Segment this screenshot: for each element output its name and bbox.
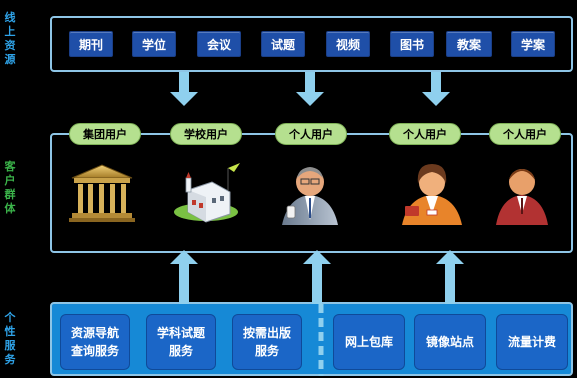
service-label-line: 资源导航 bbox=[70, 326, 119, 340]
resource-button-video[interactable]: 视频 bbox=[326, 31, 370, 57]
school-icon bbox=[174, 163, 240, 223]
service-label-line: 流量计费 bbox=[507, 335, 556, 349]
resource-button-lesson-plan[interactable]: 教案 bbox=[446, 31, 492, 57]
woman-icon bbox=[402, 164, 462, 225]
resource-button-conference[interactable]: 会议 bbox=[197, 31, 241, 57]
section-label-char: 性 bbox=[4, 325, 16, 338]
service-label-line: 学科试题 bbox=[156, 326, 205, 340]
service-button-resource-navigation[interactable]: 资源导航 查询服务 bbox=[60, 314, 130, 370]
service-label-line: 查询服务 bbox=[70, 344, 119, 358]
resource-button-book[interactable]: 图书 bbox=[390, 31, 434, 57]
user-group-pill-individual-3[interactable]: 个人用户 bbox=[489, 123, 561, 145]
service-label-line: 服务 bbox=[168, 344, 193, 358]
section-label-customer-groups: 客户群体 bbox=[0, 148, 20, 228]
service-button-mirror-site[interactable]: 镜像站点 bbox=[414, 314, 486, 370]
resource-button-exam[interactable]: 试题 bbox=[261, 31, 305, 57]
service-label-line: 按需出版 bbox=[242, 326, 291, 340]
section-label-char: 客 bbox=[4, 160, 16, 173]
section-label-char: 务 bbox=[4, 353, 16, 366]
service-label-line: 服务 bbox=[254, 344, 279, 358]
user-group-pill-group[interactable]: 集团用户 bbox=[69, 123, 141, 145]
up-arrow-icon bbox=[170, 250, 464, 304]
section-label-char: 个 bbox=[4, 311, 16, 324]
user-group-pill-individual-1[interactable]: 个人用户 bbox=[275, 123, 347, 145]
service-button-online-package[interactable]: 网上包库 bbox=[333, 314, 405, 370]
service-button-traffic-billing[interactable]: 流量计费 bbox=[496, 314, 568, 370]
service-button-subject-exam[interactable]: 学科试题 服务 bbox=[146, 314, 216, 370]
service-label-line: 网上包库 bbox=[344, 335, 393, 349]
section-label-personal-services: 个性服务 bbox=[0, 302, 20, 376]
section-label-char: 上 bbox=[4, 25, 16, 38]
section-label-char: 源 bbox=[4, 53, 16, 66]
down-arrow-icon bbox=[170, 72, 450, 106]
section-label-char: 服 bbox=[4, 339, 16, 352]
service-button-on-demand-publishing[interactable]: 按需出版 服务 bbox=[232, 314, 302, 370]
section-label-char: 线 bbox=[4, 11, 16, 24]
section-label-char: 群 bbox=[4, 188, 16, 201]
section-label-char: 资 bbox=[4, 39, 16, 52]
user-group-pill-individual-2[interactable]: 个人用户 bbox=[389, 123, 461, 145]
resource-button-study-plan[interactable]: 学案 bbox=[511, 31, 555, 57]
person-icon bbox=[496, 169, 548, 225]
section-label-char: 户 bbox=[4, 174, 16, 187]
service-label-line: 镜像站点 bbox=[425, 335, 474, 349]
resource-button-degree[interactable]: 学位 bbox=[132, 31, 176, 57]
section-label-char: 体 bbox=[4, 202, 16, 215]
man-icon bbox=[282, 167, 338, 225]
section-label-online-resources: 线上资源 bbox=[0, 4, 20, 74]
resource-button-journal[interactable]: 期刊 bbox=[69, 31, 113, 57]
user-group-pill-school[interactable]: 学校用户 bbox=[170, 123, 242, 145]
building-icon bbox=[69, 164, 135, 222]
